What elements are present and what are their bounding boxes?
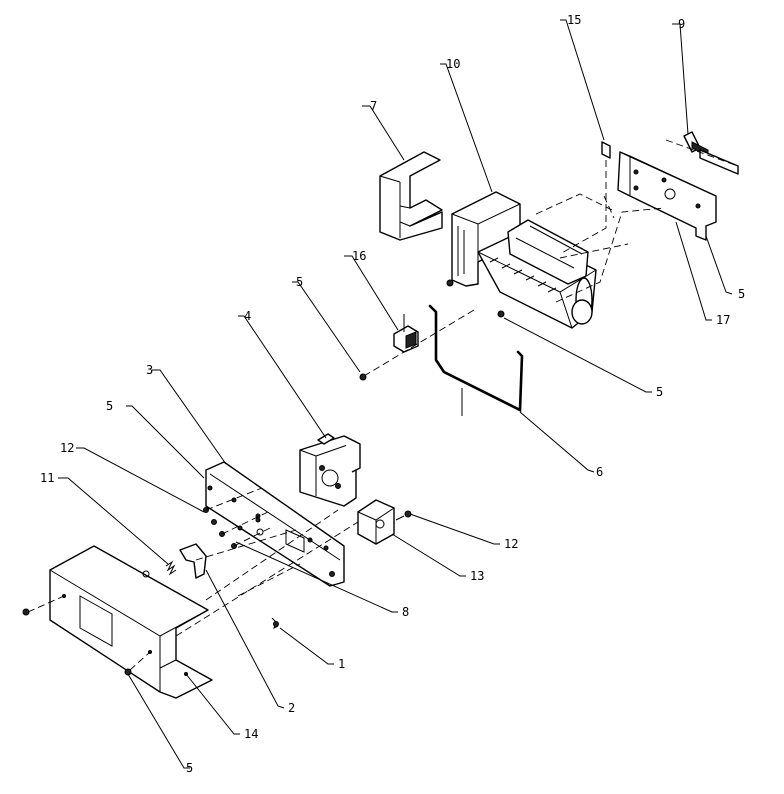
leader-1	[279, 627, 334, 665]
part-8-link	[195, 529, 301, 597]
leader-12-left	[76, 447, 205, 513]
part-2-clip	[179, 543, 207, 579]
leader-5-top-left	[126, 405, 205, 479]
leader-13	[391, 533, 466, 577]
callout-3: 3	[146, 363, 153, 377]
part-4-motor	[299, 433, 361, 507]
part-10-housing	[446, 191, 521, 287]
fastener-cluster	[203, 487, 271, 549]
callout-10: 10	[446, 57, 460, 71]
callout-17: 17	[716, 313, 730, 327]
assembly-line-mid	[359, 309, 475, 381]
part-12-screw-right	[395, 510, 412, 521]
callout-16: 16	[352, 249, 366, 263]
part-13-switch	[357, 499, 395, 545]
leader-15	[560, 19, 605, 141]
part-7-shield	[379, 151, 443, 241]
leader-4	[238, 315, 327, 439]
callout-13: 13	[470, 569, 484, 583]
leader-5-bracket	[705, 235, 733, 295]
leader-5-right	[503, 317, 652, 393]
leader-5-mid	[292, 281, 361, 373]
part-9-harness	[665, 131, 739, 175]
callout-6: 6	[596, 465, 603, 479]
part-15-clip	[601, 141, 611, 159]
callout-2: 2	[288, 701, 295, 715]
leader-9	[672, 23, 689, 135]
cover-screws	[22, 595, 151, 676]
leader-6	[519, 411, 595, 473]
assembly-line-lower	[175, 509, 359, 637]
assembly-lines-upper	[535, 160, 665, 303]
callout-14: 14	[244, 727, 258, 741]
leader-2	[205, 569, 285, 709]
leader-11	[58, 477, 169, 565]
callout-8: 8	[402, 605, 409, 619]
callout-12-left: 12	[60, 441, 74, 455]
leader-10	[440, 63, 493, 193]
part-14-cover	[49, 545, 213, 699]
part-1-screw	[271, 617, 279, 629]
leader-12-right	[409, 513, 500, 545]
callout-9: 9	[678, 17, 685, 31]
callout-5-bottom: 5	[186, 761, 193, 775]
ice-tray	[477, 219, 597, 329]
part-16-bracket	[393, 314, 419, 353]
leader-7	[362, 105, 405, 161]
leader-16	[344, 255, 399, 331]
part-6-wire	[428, 304, 524, 416]
callout-4: 4	[244, 309, 251, 323]
callout-5-bracket: 5	[738, 287, 745, 301]
callout-5-right: 5	[656, 385, 663, 399]
callout-7: 7	[370, 99, 377, 113]
callout-15: 15	[567, 13, 581, 27]
part-11-spring	[165, 560, 177, 576]
callout-1: 1	[338, 657, 345, 671]
leader-5-bottom	[127, 673, 190, 769]
callout-11: 11	[40, 471, 54, 485]
part-17-mounting-plate	[617, 151, 717, 241]
leader-14	[185, 673, 240, 735]
callout-5-mid: 5	[296, 275, 303, 289]
leader-3	[152, 369, 227, 465]
callout-12-right: 12	[504, 537, 518, 551]
callout-5-top-left: 5	[106, 399, 113, 413]
leader-17	[675, 221, 712, 321]
